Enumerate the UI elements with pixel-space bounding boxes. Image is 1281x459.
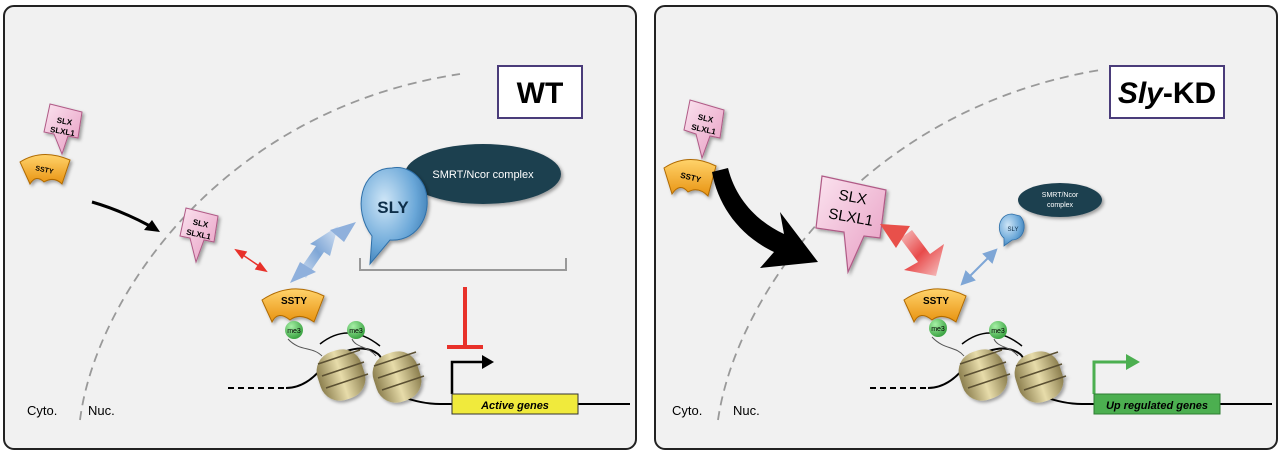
kd-title-box: [1109, 65, 1225, 119]
ssty-label: SSTY: [35, 165, 55, 176]
me3-mark: me3: [989, 321, 1007, 339]
me3-mark: me3: [285, 321, 303, 339]
me3-mark: me3: [929, 319, 947, 337]
nuc-label: Nuc.: [733, 403, 760, 418]
sly-protein: SLY: [360, 167, 428, 266]
smrt-ncor-complex: [1018, 183, 1102, 217]
nucleosome: [372, 351, 425, 403]
cyto-label: Cyto.: [672, 403, 702, 418]
dna-strand: [927, 347, 1272, 405]
me3-label: me3: [931, 326, 945, 333]
import-arrow: [91, 200, 151, 228]
smrt-label-line2: complex: [1047, 202, 1074, 209]
sly-ssty-interaction-arrow-small: [960, 248, 998, 286]
slx-ssty-interaction-arrow-large: [880, 224, 944, 276]
kd-panel: Sly-KD SLX SLXL1 SSTY SLX SLXL1: [654, 5, 1278, 450]
active-genes-label: Active genes: [480, 400, 549, 412]
wt-title: WT: [517, 77, 564, 110]
cyto-label: Cyto.: [27, 403, 57, 418]
wt-panel: WT SLX SLXL1 SSTY SLX SLXL1: [3, 5, 637, 450]
slx-ssty-interaction-arrow: [234, 248, 268, 273]
me3-mark: me3: [347, 321, 365, 339]
inhibition-symbol: [447, 287, 483, 349]
me3-label: me3: [287, 328, 301, 335]
complex-bracket: [359, 258, 567, 271]
ssty-protein-cyto: SSTY: [19, 154, 71, 186]
slx-label: SLX: [697, 113, 715, 125]
slxl1-label: SLXL1: [49, 125, 76, 138]
ssty-protein-nuc: SSTY: [261, 288, 325, 324]
tss-arrow: [450, 360, 486, 394]
nucleosome: [1014, 351, 1067, 403]
nuclear-envelope: [717, 69, 1101, 421]
active-genes-box: [451, 393, 579, 415]
smrt-ncor-complex: [405, 144, 561, 204]
me3-tail: [993, 338, 1019, 357]
slx-label: SLX: [56, 116, 74, 128]
tss-arrow: [1092, 360, 1130, 394]
slx-protein-nuc: SLX SLXL1: [179, 207, 219, 264]
me3-label: me3: [349, 328, 363, 335]
me3-tail: [287, 338, 323, 357]
smrt-label: SMRT/Ncor: [1042, 192, 1079, 199]
slx-protein-cyto: SLX SLXL1: [683, 99, 725, 160]
kd-title-rest: -KD: [1163, 77, 1216, 110]
sly-protein-small: SLY: [998, 213, 1025, 247]
tss-arrowhead: [1126, 354, 1140, 370]
ssty-label: SSTY: [281, 296, 307, 307]
ssty-protein-nuc: SSTY: [903, 288, 967, 324]
upregulated-genes-box: [1093, 393, 1221, 415]
ssty-label: SSTY: [923, 296, 949, 307]
sly-label: SLY: [377, 198, 409, 217]
nucleosome: [958, 349, 1011, 401]
sly-label: SLY: [1008, 227, 1019, 233]
tss-arrowhead: [482, 355, 494, 369]
import-arrowhead: [144, 220, 160, 232]
wt-title-box: [497, 65, 583, 119]
slx-label: SLX: [192, 218, 210, 230]
me3-tail: [931, 336, 965, 357]
kd-title-italic: Sly: [1118, 77, 1164, 110]
ssty-protein-cyto: SSTY: [663, 159, 717, 197]
wt-panel-frame: [3, 5, 637, 450]
upregulated-genes-label: Up regulated genes: [1106, 400, 1208, 412]
dna-strand: [285, 347, 630, 405]
slx-label: SLX: [837, 187, 868, 209]
me3-tail: [351, 338, 377, 357]
smrt-label: SMRT/Ncor complex: [432, 169, 534, 181]
me3-label: me3: [991, 328, 1005, 335]
import-arrow-large: [712, 168, 818, 268]
slx-protein-nuc-large: SLX SLXL1: [815, 175, 887, 275]
nucleosome: [316, 349, 369, 401]
slx-protein-cyto: SLX SLXL1: [43, 103, 83, 156]
nuc-label: Nuc.: [88, 403, 115, 418]
kd-title: Sly-KD: [1118, 77, 1216, 110]
sly-ssty-interaction-arrow: [290, 222, 356, 283]
